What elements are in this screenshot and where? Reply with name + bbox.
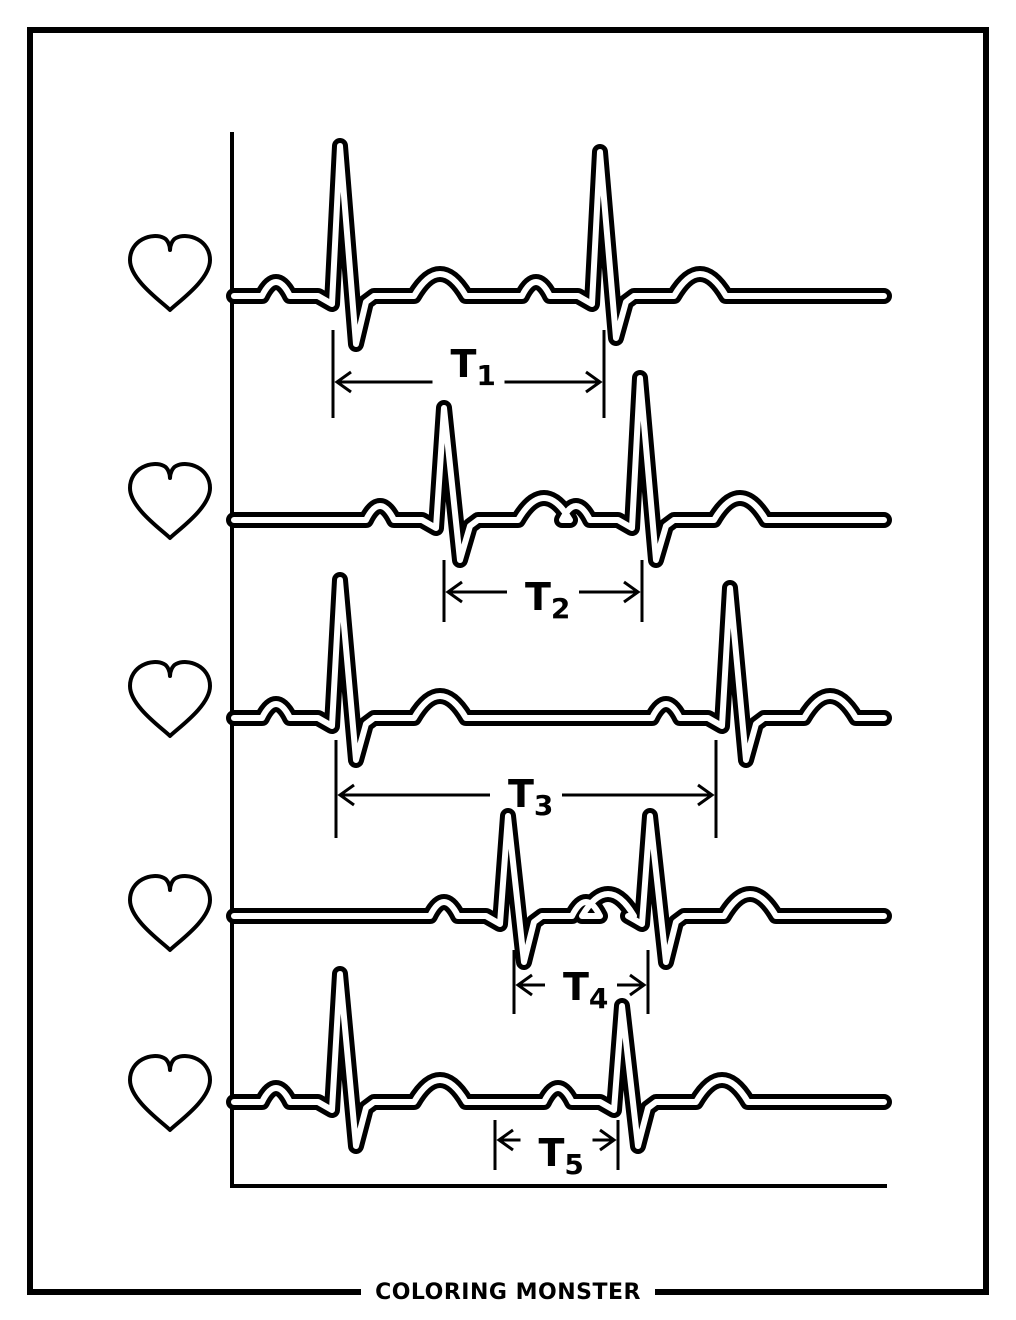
interval-label-main: T: [563, 965, 589, 1009]
interval-marker-3: T3: [334, 740, 718, 838]
arrow-left-icon: [496, 1128, 514, 1152]
interval-label: T1: [451, 342, 496, 392]
heart-icon: [128, 874, 212, 952]
arrow-left-icon: [337, 783, 355, 807]
ecg-trace-fill: [231, 375, 887, 563]
arrow-left-icon: [515, 973, 533, 997]
interval-label: T2: [525, 575, 570, 625]
ecg-trace-outline: [226, 138, 892, 352]
ecg-trace-fill: [231, 813, 887, 965]
arrow-right-icon: [697, 783, 715, 807]
interval-label-sub: 2: [551, 592, 570, 625]
ecg-trace-outline: [226, 808, 892, 970]
interval-label: T5: [539, 1131, 584, 1181]
interval-label-sub: 1: [476, 359, 495, 392]
interval-marker-2: T2: [442, 560, 644, 625]
ecg-trace-3: [226, 572, 892, 768]
ecg-trace-outline: [226, 966, 892, 1154]
ecg-trace-5: [226, 966, 892, 1154]
interval-marker-4: T4: [512, 950, 650, 1015]
heart-icon: [128, 660, 212, 738]
heart-icon: [128, 462, 212, 540]
ecg-trace-1: [226, 138, 892, 352]
arrow-left-icon: [334, 370, 352, 394]
ecg-trace-2: [226, 370, 892, 568]
interval-marker-5: T5: [493, 1120, 620, 1181]
heart-icon: [128, 1054, 212, 1132]
arrow-right-icon: [585, 370, 603, 394]
ecg-trace-fill: [231, 577, 887, 763]
interval-label: T4: [563, 965, 608, 1015]
ecg-trace-4: [226, 808, 892, 970]
interval-label-main: T: [451, 342, 477, 386]
interval-label-sub: 5: [564, 1148, 583, 1181]
arrow-left-icon: [445, 580, 463, 604]
heart-icon: [128, 234, 212, 312]
interval-label: T3: [508, 772, 553, 822]
interval-label-sub: 3: [534, 789, 553, 822]
interval-label-main: T: [525, 575, 551, 619]
brand-logo-text: COLORING MONSTER: [361, 1279, 655, 1305]
brand-footer: COLORING MONSTER: [0, 1274, 1016, 1310]
ecg-trace-fill: [231, 971, 887, 1149]
interval-marker-1: T1: [331, 330, 606, 418]
arrow-right-icon: [629, 973, 647, 997]
arrow-right-icon: [599, 1128, 617, 1152]
interval-label-main: T: [508, 772, 534, 816]
ecg-trace-fill: [231, 143, 887, 347]
interval-label-sub: 4: [589, 982, 608, 1015]
arrow-right-icon: [623, 580, 641, 604]
interval-label-main: T: [539, 1131, 565, 1175]
